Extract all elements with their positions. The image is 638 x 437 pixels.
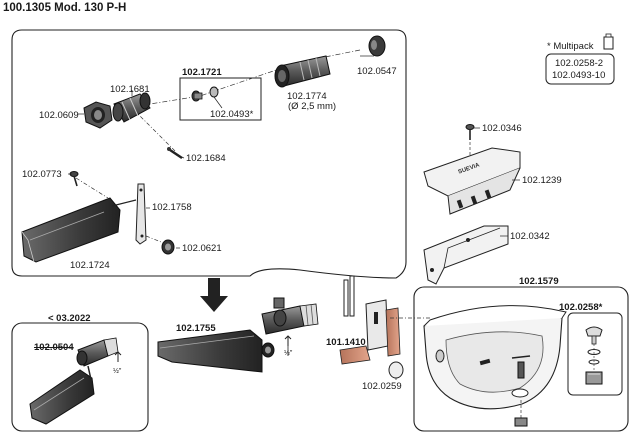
part-label-1681: 102.1681 (110, 84, 150, 95)
old-float-0504 (29, 337, 122, 425)
part-label-0346: 102.0346 (482, 123, 522, 134)
float-1724 (21, 197, 121, 263)
thread-size-label: ½" (113, 368, 122, 375)
lever-1758 (111, 183, 147, 245)
part-label-1774: 102.1774 (287, 91, 327, 102)
multipack-box-icon (603, 33, 614, 50)
part-label-0504: 102.0504 (34, 342, 74, 353)
bowl-frame (413, 286, 629, 432)
bracket-1410 (339, 299, 401, 365)
cover-1239 (423, 147, 521, 215)
part-label-0773: 102.0773 (22, 169, 62, 180)
multipack-frame (545, 53, 615, 85)
leader-lines (68, 55, 520, 380)
valve-assembly (261, 297, 319, 356)
part-label-0609: 102.0609 (39, 110, 79, 121)
part-label-0493: 102.0493* (210, 109, 254, 120)
part-label-1721: 102.1721 (182, 67, 222, 78)
multipack-label: * Multipack (547, 41, 594, 52)
plug-0259 (388, 361, 404, 379)
part-label-1579: 102.1579 (519, 276, 559, 287)
part-label-1724: 102.1724 (70, 260, 110, 271)
support-rods (343, 275, 355, 317)
page-title: 100.1305 Mod. 130 P-H (3, 2, 127, 14)
part-label-1758: 102.1758 (152, 202, 192, 213)
thread-size-label: ½" (284, 350, 293, 357)
part-label-0342: 102.0342 (510, 231, 550, 242)
main-assembly-frame (11, 29, 407, 279)
valve-kit-0258 (585, 326, 603, 385)
part-label-0621: 102.0621 (182, 243, 222, 254)
bracket-0342 (423, 225, 509, 285)
multipack-item: 102.0258-2 (555, 58, 604, 69)
part-label-0258: 102.0258* (559, 302, 603, 313)
screw-0346 (465, 124, 475, 140)
nut-0621 (161, 239, 175, 255)
drinking-bowl-1579 (423, 305, 567, 427)
part-label-1684: 102.1684 (186, 153, 226, 164)
direction-arrow (200, 278, 228, 312)
valve-kit-frame (567, 312, 623, 396)
part-label-1774-note: (Ø 2,5 mm) (288, 101, 337, 112)
old-version-heading: < 03.2022 (48, 313, 91, 324)
float-assembly-1755 (157, 329, 275, 373)
nut-0609 (83, 101, 113, 129)
old-version-frame (11, 322, 149, 432)
part-label-0547: 102.0547 (357, 66, 397, 77)
cap-0547 (368, 35, 386, 57)
valve-body-1681 (112, 92, 151, 123)
part-label-0259: 102.0259 (362, 381, 402, 392)
part-label-1755: 102.1755 (176, 323, 216, 334)
part-label-1410: 101.1410 (326, 337, 366, 348)
housing-1774 (274, 55, 331, 88)
multipack-item: 102.0493-10 (552, 70, 606, 81)
part-label-1239: 102.1239 (522, 175, 562, 186)
